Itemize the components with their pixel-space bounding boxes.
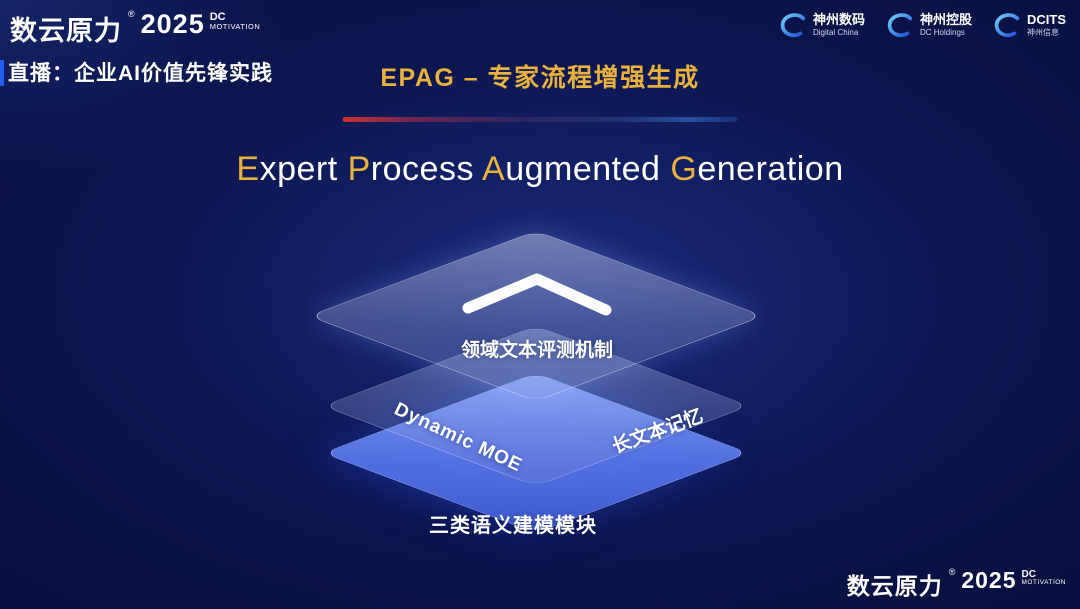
partner-subname: DC Holdings xyxy=(919,27,965,37)
brand-name: 数云原力 xyxy=(846,573,943,599)
partner-name: DCITS xyxy=(1027,11,1066,27)
subtitle-initial-g: G xyxy=(670,150,698,188)
brand-year: 2025 xyxy=(961,567,1017,593)
subtitle-word-process: rocess xyxy=(370,150,483,188)
chevron-up-icon xyxy=(462,273,612,316)
subtitle-word-expert: xpert xyxy=(259,150,348,188)
subtitle-word-augmented: ugmented xyxy=(505,150,671,188)
brand-logo-bottom-right: 数云原力 ® 2025 DC MOTIVATION xyxy=(847,567,1066,601)
label-semantic-modeling-modules: 三类语义建模模块 xyxy=(429,515,597,537)
page-title: EPAG – 专家流程增强生成 xyxy=(380,64,700,92)
registered-mark: ® xyxy=(948,567,956,577)
live-accent-bar xyxy=(0,60,4,86)
swoosh-icon xyxy=(780,13,806,38)
title-divider xyxy=(342,117,738,122)
brand-year: 2025 xyxy=(140,9,205,39)
partner-text: DCITS 神州信息 xyxy=(1027,11,1066,37)
subtitle-initial-p: P xyxy=(347,150,371,188)
brand-dc: DC xyxy=(1021,569,1036,580)
partner-subname: Digital China xyxy=(812,27,859,37)
subtitle-word-generation: eneration xyxy=(697,150,844,188)
live-label: 直播：企业AI价值先锋实践 xyxy=(8,62,273,85)
label-domain-text-evaluation: 领域文本评测机制 xyxy=(460,340,614,361)
partner-subname: 神州信息 xyxy=(1027,27,1059,37)
brand-logo-top-left: 数云原力 ® 2025 DC MOTIVATION xyxy=(10,9,260,48)
partner-logo-dcits: DCITS 神州信息 xyxy=(992,10,1066,40)
partner-logos: 神州数码 Digital China 神州控股 DC Holdings xyxy=(778,10,1066,40)
registered-mark: ® xyxy=(128,9,135,19)
brand-dc: DC xyxy=(209,11,226,23)
swoosh-icon xyxy=(994,13,1020,38)
brand-subtext: DC MOTIVATION xyxy=(1022,570,1066,587)
partner-text: 神州数码 Digital China xyxy=(812,11,865,37)
swoosh-icon xyxy=(887,13,913,38)
brand-motivation: MOTIVATION xyxy=(1021,579,1066,586)
subtitle-initial-e: E xyxy=(236,150,260,188)
subtitle-initial-a: A xyxy=(482,150,506,188)
subtitle: Expert Process Augmented Generation xyxy=(236,150,843,189)
partner-name: 神州数码 xyxy=(812,11,865,27)
brand-name: 数云原力 xyxy=(10,16,122,46)
brand-subtext: DC MOTIVATION xyxy=(210,12,261,31)
partner-logo-dc-holdings: 神州控股 DC Holdings xyxy=(885,10,972,40)
partner-logo-digital-china: 神州数码 Digital China xyxy=(778,10,865,40)
partner-name: 神州控股 xyxy=(919,11,972,27)
partner-text: 神州控股 DC Holdings xyxy=(919,11,972,37)
brand-motivation: MOTIVATION xyxy=(209,22,261,31)
